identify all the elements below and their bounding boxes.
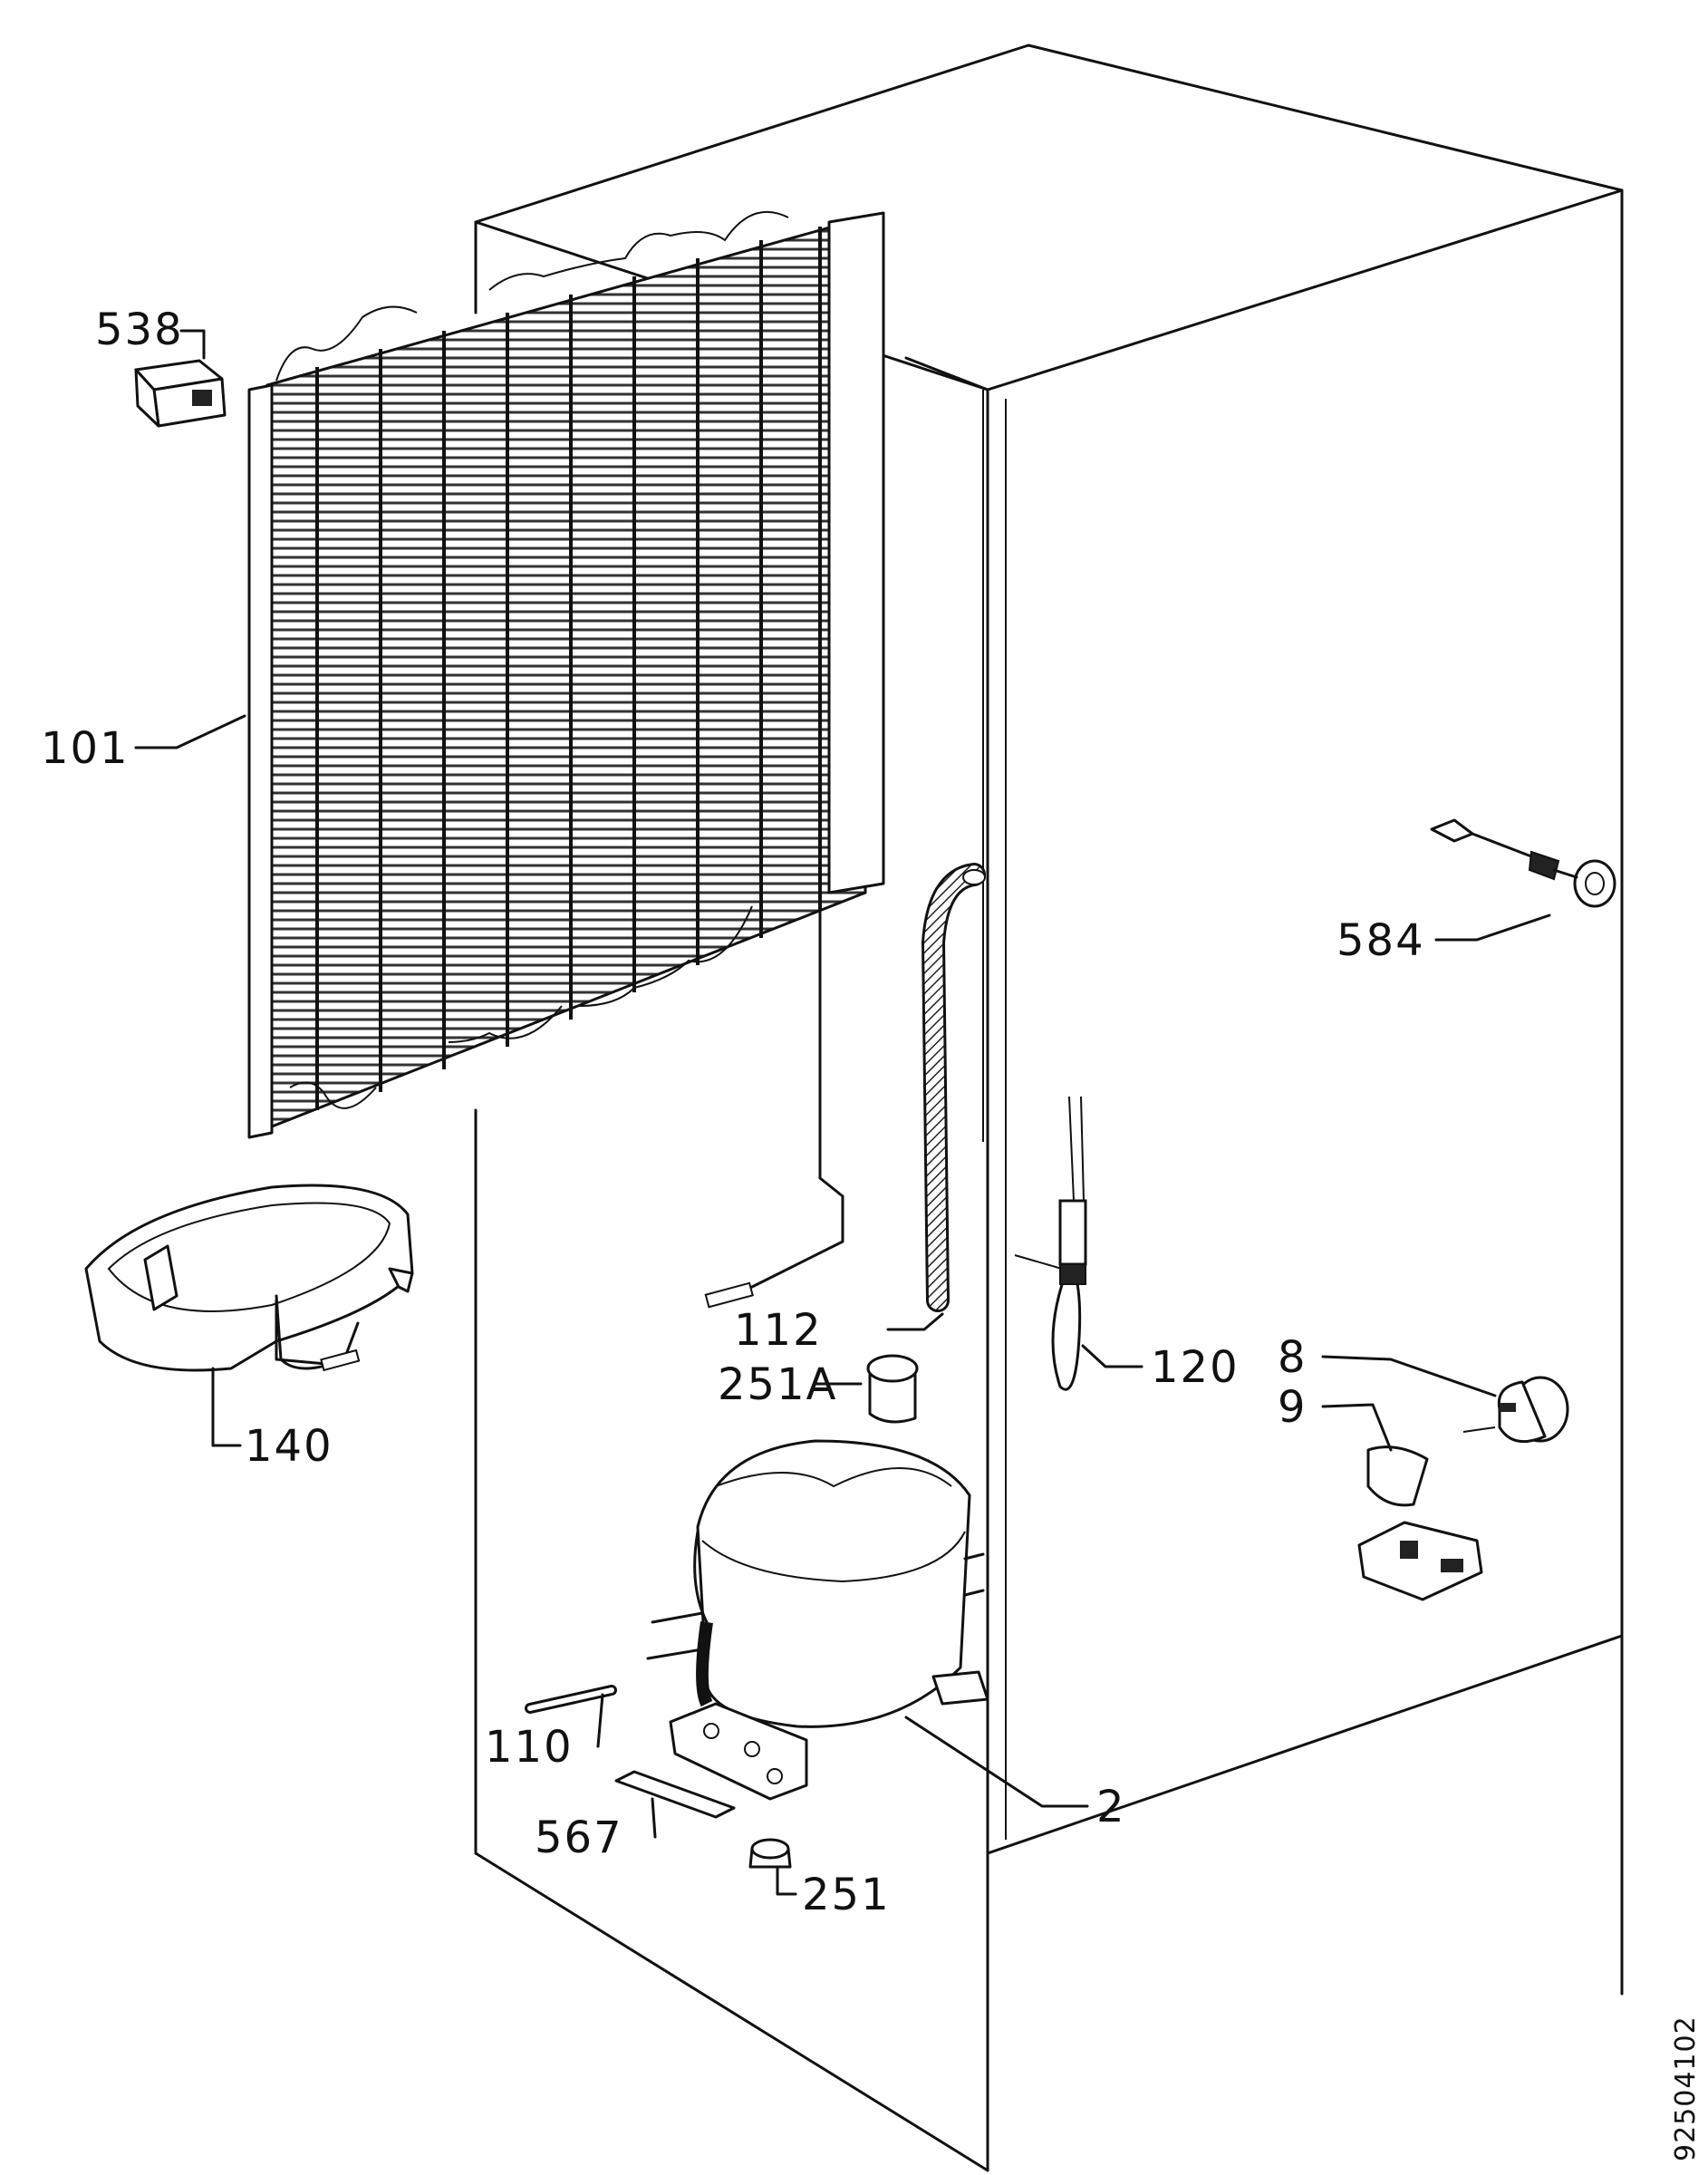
label-584: 584: [1336, 915, 1425, 966]
label-9: 9: [1278, 1382, 1308, 1433]
overload-protector: [1357, 1445, 1483, 1601]
condenser-coil: [247, 210, 885, 1139]
leader-lines: [134, 329, 1551, 1896]
rod-part: [525, 1685, 617, 1714]
clip-part: [134, 359, 227, 428]
thermostat-sensor: [1014, 1096, 1087, 1391]
label-2: 2: [1096, 1782, 1126, 1832]
door-sensor: [1430, 818, 1616, 908]
drain-hose: [921, 863, 986, 1312]
label-140: 140: [245, 1421, 333, 1472]
pipe-tube: [275, 1299, 361, 1372]
grommet-nut: [748, 1838, 792, 1869]
mounting-bracket: [614, 1770, 736, 1819]
label-251: 251: [802, 1870, 891, 1920]
label-101: 101: [41, 723, 130, 774]
label-567: 567: [535, 1812, 623, 1863]
refrigerator-cabinet: [474, 44, 1624, 2172]
callout-labels: 538 101 140 584 112 251A 120 8 9 110 2 5…: [41, 304, 1702, 2161]
label-110: 110: [485, 1722, 574, 1773]
label-120: 120: [1151, 1342, 1240, 1393]
grommet-part: [866, 1354, 919, 1424]
relay-part: [1462, 1376, 1569, 1444]
document-number: 92504102: [1670, 2016, 1702, 2161]
label-538: 538: [95, 304, 184, 355]
compressor: [646, 1439, 989, 1801]
label-251A: 251A: [718, 1359, 837, 1410]
capillary-line: [704, 900, 844, 1309]
label-8: 8: [1278, 1332, 1308, 1383]
label-112: 112: [734, 1305, 823, 1356]
drain-tray: [84, 1184, 414, 1372]
